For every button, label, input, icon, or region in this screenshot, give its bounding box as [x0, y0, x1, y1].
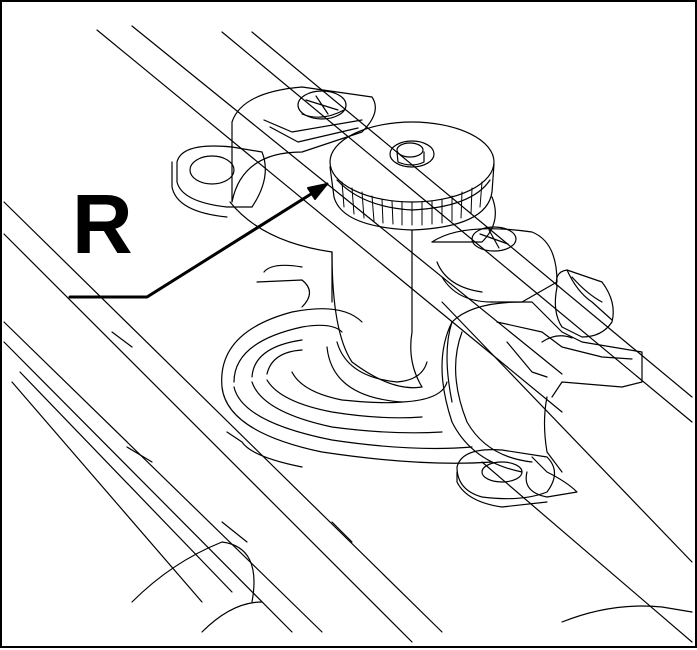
knurled-adjustment-knob-icon: [329, 121, 495, 231]
handle-body: [229, 196, 496, 403]
base-plate: [221, 264, 493, 468]
cam-lever: [554, 269, 614, 338]
rear-clamp: [231, 86, 376, 203]
shaft-lines: [3, 25, 693, 643]
callout-leader: [68, 182, 329, 299]
rear-flange: [171, 145, 266, 218]
callout-label: R: [72, 177, 133, 271]
front-mounting-ear: [456, 449, 556, 508]
lower-tube: [11, 331, 693, 633]
